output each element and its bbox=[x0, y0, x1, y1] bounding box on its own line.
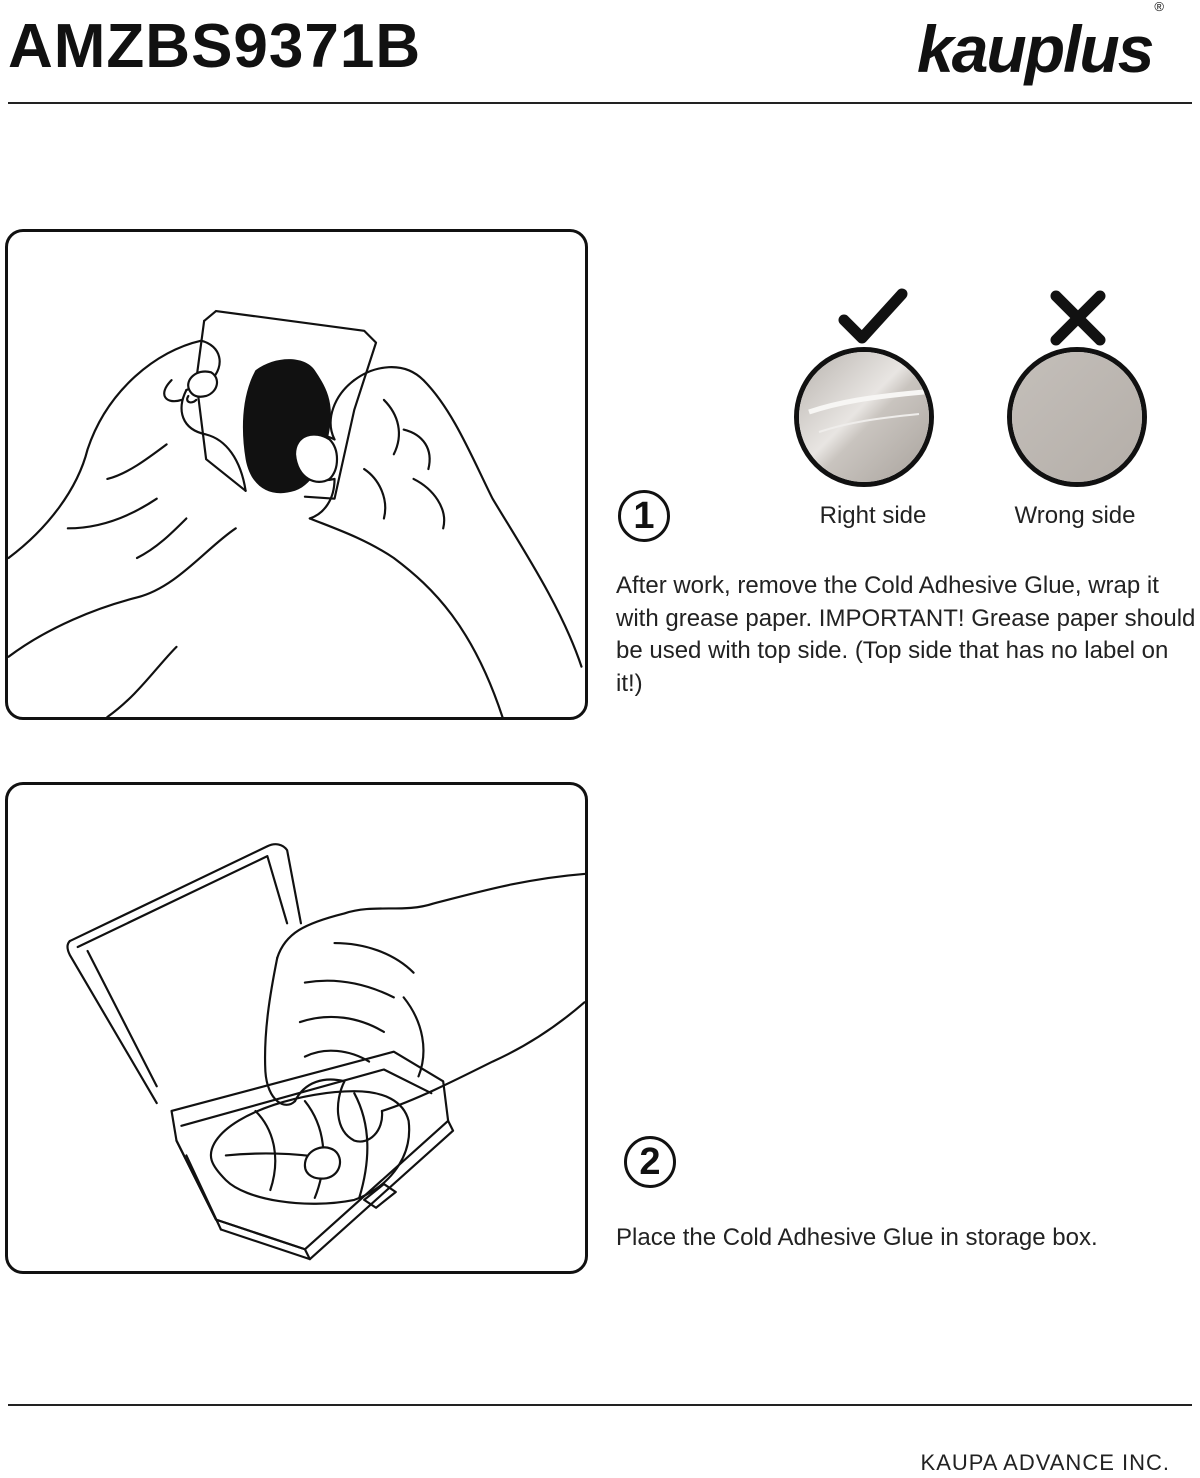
model-code: AMZBS9371B bbox=[8, 12, 422, 81]
step-1-text: After work, remove the Cold Adhesive Glu… bbox=[616, 572, 1196, 697]
header-divider bbox=[8, 102, 1192, 104]
footer-divider bbox=[8, 1404, 1192, 1406]
step-1-number: 1 bbox=[618, 490, 670, 542]
hand-placing-glue-in-box-illustration bbox=[66, 843, 585, 1261]
step-2-number: 2 bbox=[624, 1136, 676, 1188]
brand-logo: kauplus® bbox=[917, 0, 1164, 94]
step-2-text: Place the Cold Adhesive Glue in storage … bbox=[616, 1224, 1098, 1251]
step-1-illustration bbox=[5, 229, 588, 720]
brand-name: kauplus bbox=[917, 12, 1154, 86]
hands-wrapping-glue-illustration bbox=[8, 309, 583, 717]
check-icon bbox=[838, 288, 908, 348]
registered-mark: ® bbox=[1154, 0, 1163, 14]
wrong-side-sample bbox=[1007, 347, 1147, 487]
step-2-illustration bbox=[5, 782, 588, 1274]
wrong-side-label: Wrong side bbox=[1014, 502, 1136, 529]
right-side-sample bbox=[794, 347, 934, 487]
right-side-label: Right side bbox=[819, 502, 927, 529]
cross-icon bbox=[1050, 290, 1106, 346]
company-name: KAUPA ADVANCE INC. bbox=[920, 1450, 1170, 1475]
